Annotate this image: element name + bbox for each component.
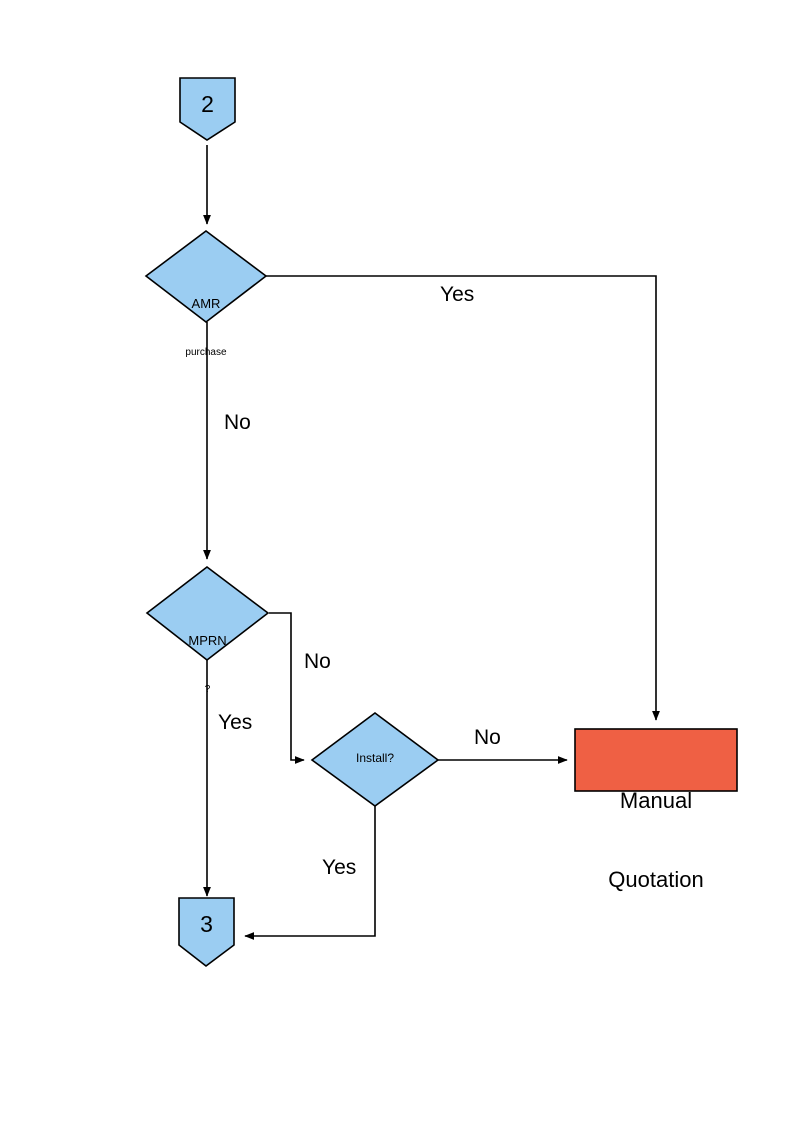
node-connector-3[interactable] bbox=[178, 897, 235, 968]
edge-label-amr-yes: Yes bbox=[440, 283, 475, 306]
node-install[interactable] bbox=[310, 712, 440, 807]
edge-install-yes-to-connector3 bbox=[244, 806, 376, 940]
edge-amr-yes-to-manual bbox=[266, 275, 660, 721]
edge-layer: Manual Quotation (right, then down) --> … bbox=[203, 145, 660, 940]
node-layer bbox=[144, 77, 738, 968]
edge-label-mprn-yes: Yes bbox=[218, 711, 253, 734]
edge-label-install-no: No bbox=[474, 726, 501, 749]
edge-label-mprn-no: No bbox=[304, 650, 331, 673]
edge-label-amr-no: No bbox=[224, 411, 251, 434]
node-connector-2[interactable] bbox=[179, 77, 236, 141]
edge-label-install-yes: Yes bbox=[322, 856, 357, 879]
node-mprn[interactable] bbox=[145, 565, 270, 662]
edge-mprn-no-to-install bbox=[269, 612, 305, 764]
node-manual-quotation[interactable] bbox=[574, 728, 738, 792]
node-amr-purchase[interactable] bbox=[144, 230, 268, 324]
